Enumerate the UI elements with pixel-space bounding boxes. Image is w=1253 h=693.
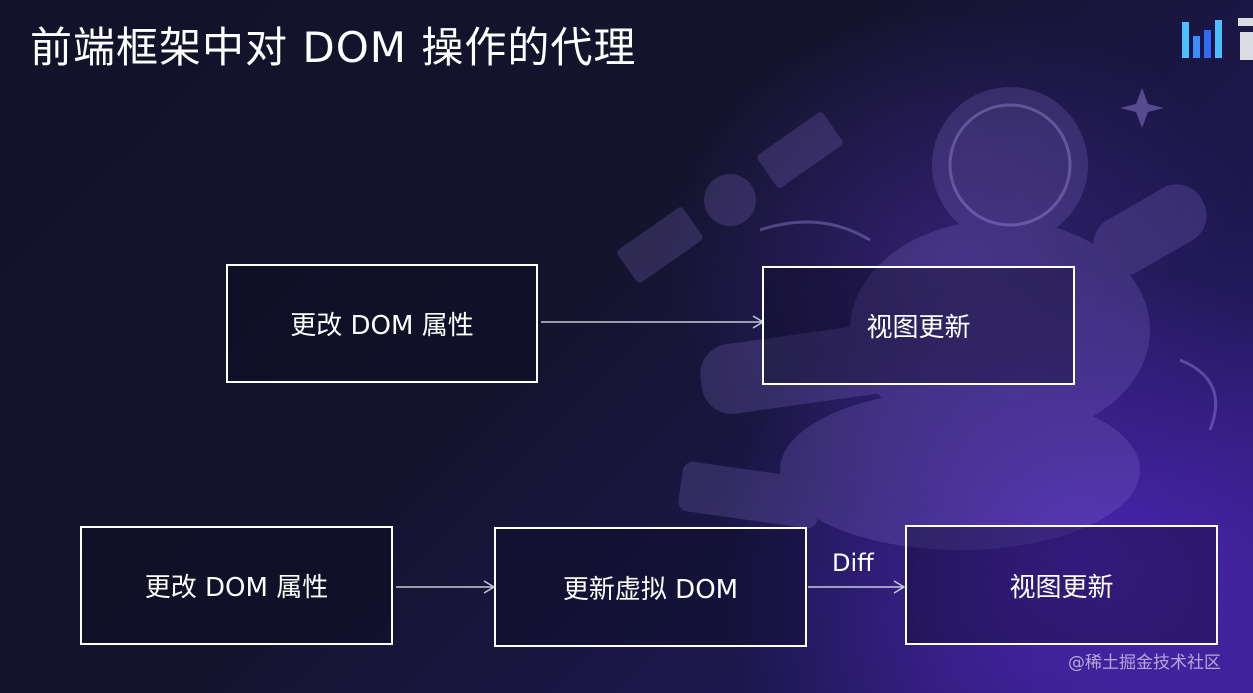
direct-source-node: 更改 DOM 属性: [226, 264, 538, 383]
virtual-source-label: 更改 DOM 属性: [144, 573, 329, 603]
brand-logo-icon: [1182, 18, 1253, 60]
direct-source-label: 更改 DOM 属性: [290, 311, 474, 341]
virtual-source-node: 更改 DOM 属性: [80, 526, 393, 645]
virtual-target-label: 视图更新: [1009, 572, 1114, 603]
watermark: @稀土掘金技术社区: [1068, 653, 1221, 673]
diff-edge-label: Diff: [832, 549, 874, 577]
virtual-dom-node: 更新虚拟 DOM: [494, 527, 807, 647]
virtual-target-node: 视图更新: [905, 525, 1218, 645]
slide-title: 前端框架中对 DOM 操作的代理: [30, 23, 637, 72]
virtual-dom-label: 更新虚拟 DOM: [562, 574, 739, 605]
direct-target-node: 视图更新: [762, 266, 1075, 385]
direct-target-label: 视图更新: [866, 313, 971, 343]
